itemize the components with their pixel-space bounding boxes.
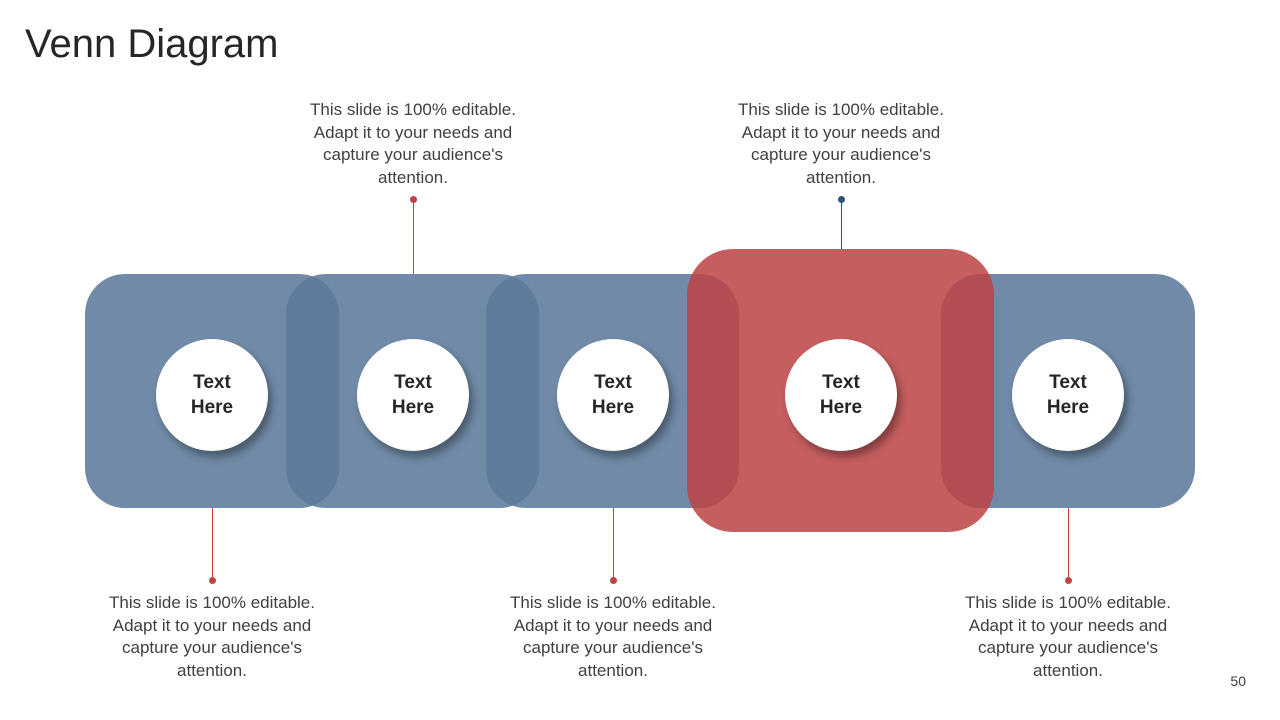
venn-node-label: Text Here — [190, 372, 234, 418]
venn-node-3: Text Here — [557, 339, 669, 451]
venn-node-1: Text Here — [156, 339, 268, 451]
venn-node-2: Text Here — [357, 339, 469, 451]
connector-line-top-1 — [413, 200, 414, 274]
venn-node-label: Text Here — [591, 372, 635, 418]
page-number: 50 — [1230, 673, 1246, 689]
callout-text-top-1: This slide is 100% editable. Adapt it to… — [309, 100, 516, 187]
venn-node-4: Text Here — [785, 339, 897, 451]
connector-dot-bottom-2 — [610, 577, 617, 584]
venn-node-5: Text Here — [1012, 339, 1124, 451]
callout-text-bottom-2: This slide is 100% editable. Adapt it to… — [509, 593, 716, 680]
connector-dot-top-1 — [410, 196, 417, 203]
connector-dot-bottom-1 — [209, 577, 216, 584]
connector-line-bottom-1 — [212, 508, 213, 580]
callout-text-top-2: This slide is 100% editable. Adapt it to… — [737, 100, 944, 187]
slide-title: Venn Diagram — [25, 22, 279, 66]
callout-text-bottom-1: This slide is 100% editable. Adapt it to… — [108, 593, 315, 680]
connector-line-top-2 — [841, 200, 842, 249]
connector-line-bottom-3 — [1068, 508, 1069, 580]
callout-text-bottom-3: This slide is 100% editable. Adapt it to… — [964, 593, 1171, 680]
venn-node-label: Text Here — [391, 372, 435, 418]
connector-dot-bottom-3 — [1065, 577, 1072, 584]
connector-line-bottom-2 — [613, 508, 614, 580]
connector-dot-top-2 — [838, 196, 845, 203]
venn-node-label: Text Here — [1046, 372, 1090, 418]
venn-node-label: Text Here — [819, 372, 863, 418]
